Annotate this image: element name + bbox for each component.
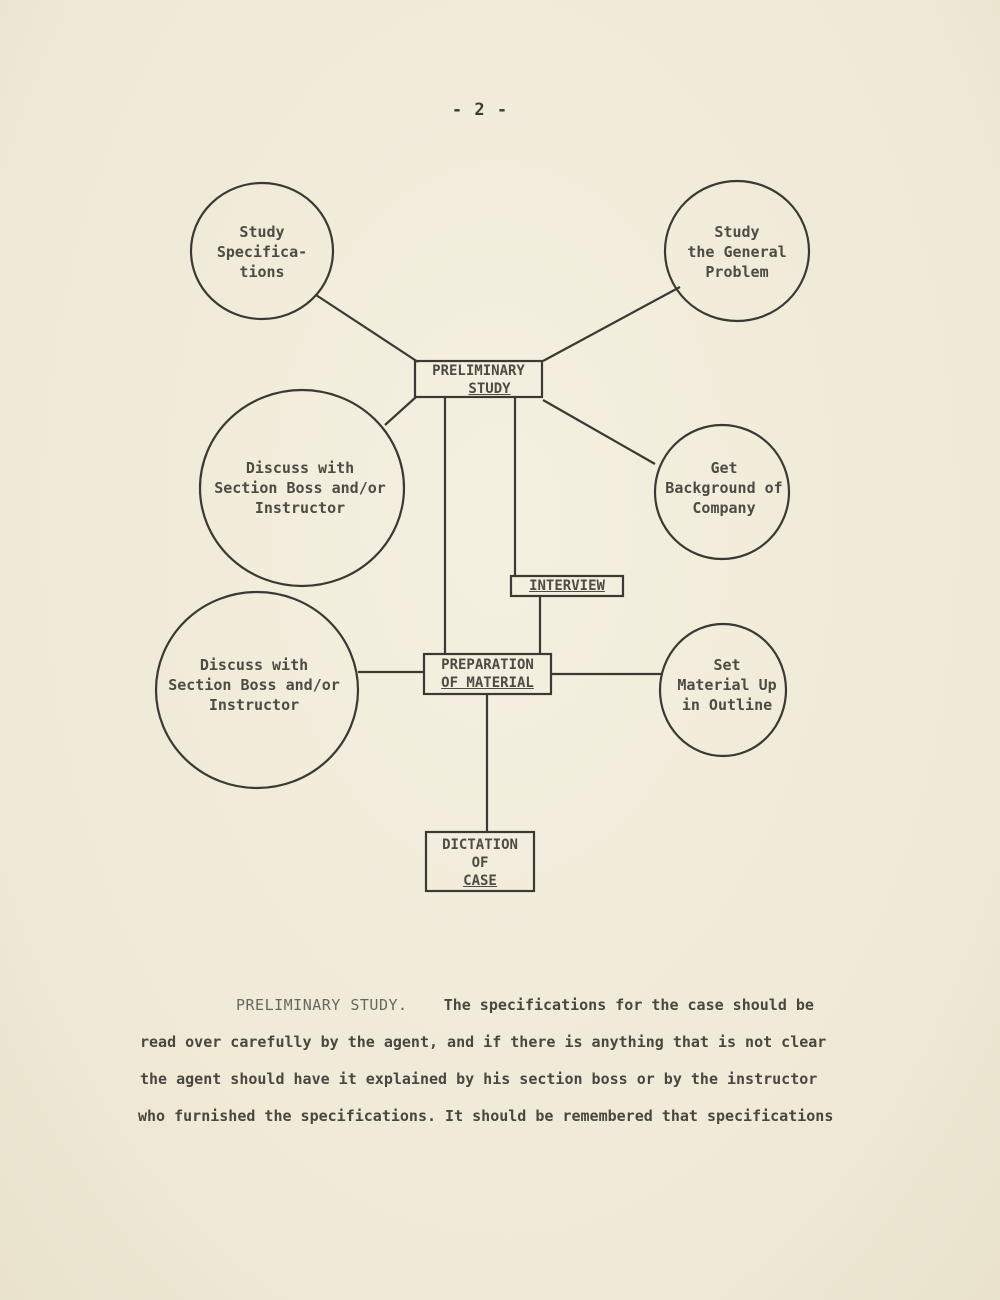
label-study-general-problem: Study the General Problem bbox=[687, 223, 787, 281]
circle-study-general-problem bbox=[663, 179, 811, 323]
label-get-background: Get Background of Company bbox=[665, 459, 783, 517]
circle-study-specifications bbox=[189, 181, 335, 321]
connector-specifications bbox=[315, 294, 419, 363]
label-discuss-upper: Discuss with Section Boss and/or Instruc… bbox=[214, 459, 386, 517]
box-interview bbox=[509, 574, 625, 598]
label-study-specifications: Study Specifica- tions bbox=[216, 223, 308, 281]
paragraph-heading: PRELIMINARY STUDY. bbox=[236, 996, 408, 1014]
label-interview: INTERVIEW bbox=[529, 578, 605, 594]
page-number: - 2 - bbox=[451, 100, 509, 120]
box-preparation bbox=[422, 652, 553, 696]
box-dictation bbox=[424, 830, 536, 893]
connector-general-problem bbox=[542, 286, 681, 362]
paragraph-line-4: who furnished the specifications. It sho… bbox=[138, 1107, 834, 1125]
label-preparation: PREPARATION OF MATERIAL bbox=[441, 657, 534, 691]
circle-discuss-lower bbox=[154, 590, 360, 790]
label-set-material: Set Material Up in Outline bbox=[677, 656, 777, 714]
label-discuss-lower: Discuss with Section Boss and/or Instruc… bbox=[168, 656, 340, 714]
connector-discuss-upper bbox=[384, 396, 417, 426]
label-preliminary-study: PRELIMINARY STUDY bbox=[432, 363, 525, 397]
paragraph-line-1: PRELIMINARY STUDY. The specifications fo… bbox=[236, 996, 1000, 1033]
paragraph-line-3: the agent should have it explained by hi… bbox=[140, 1070, 818, 1088]
circle-get-background bbox=[653, 423, 791, 561]
circle-discuss-upper bbox=[198, 388, 406, 588]
box-preliminary-study bbox=[413, 359, 544, 399]
label-dictation: DICTATION OF CASE bbox=[442, 837, 518, 889]
body-paragraph: PRELIMINARY STUDY. The specifications fo… bbox=[138, 996, 938, 1144]
connector-background bbox=[542, 399, 656, 465]
paragraph-line-1-text: The specifications for the case should b… bbox=[443, 996, 814, 1014]
paragraph-line-2: read over carefully by the agent, and if… bbox=[140, 1033, 827, 1051]
circle-set-material bbox=[658, 622, 788, 758]
